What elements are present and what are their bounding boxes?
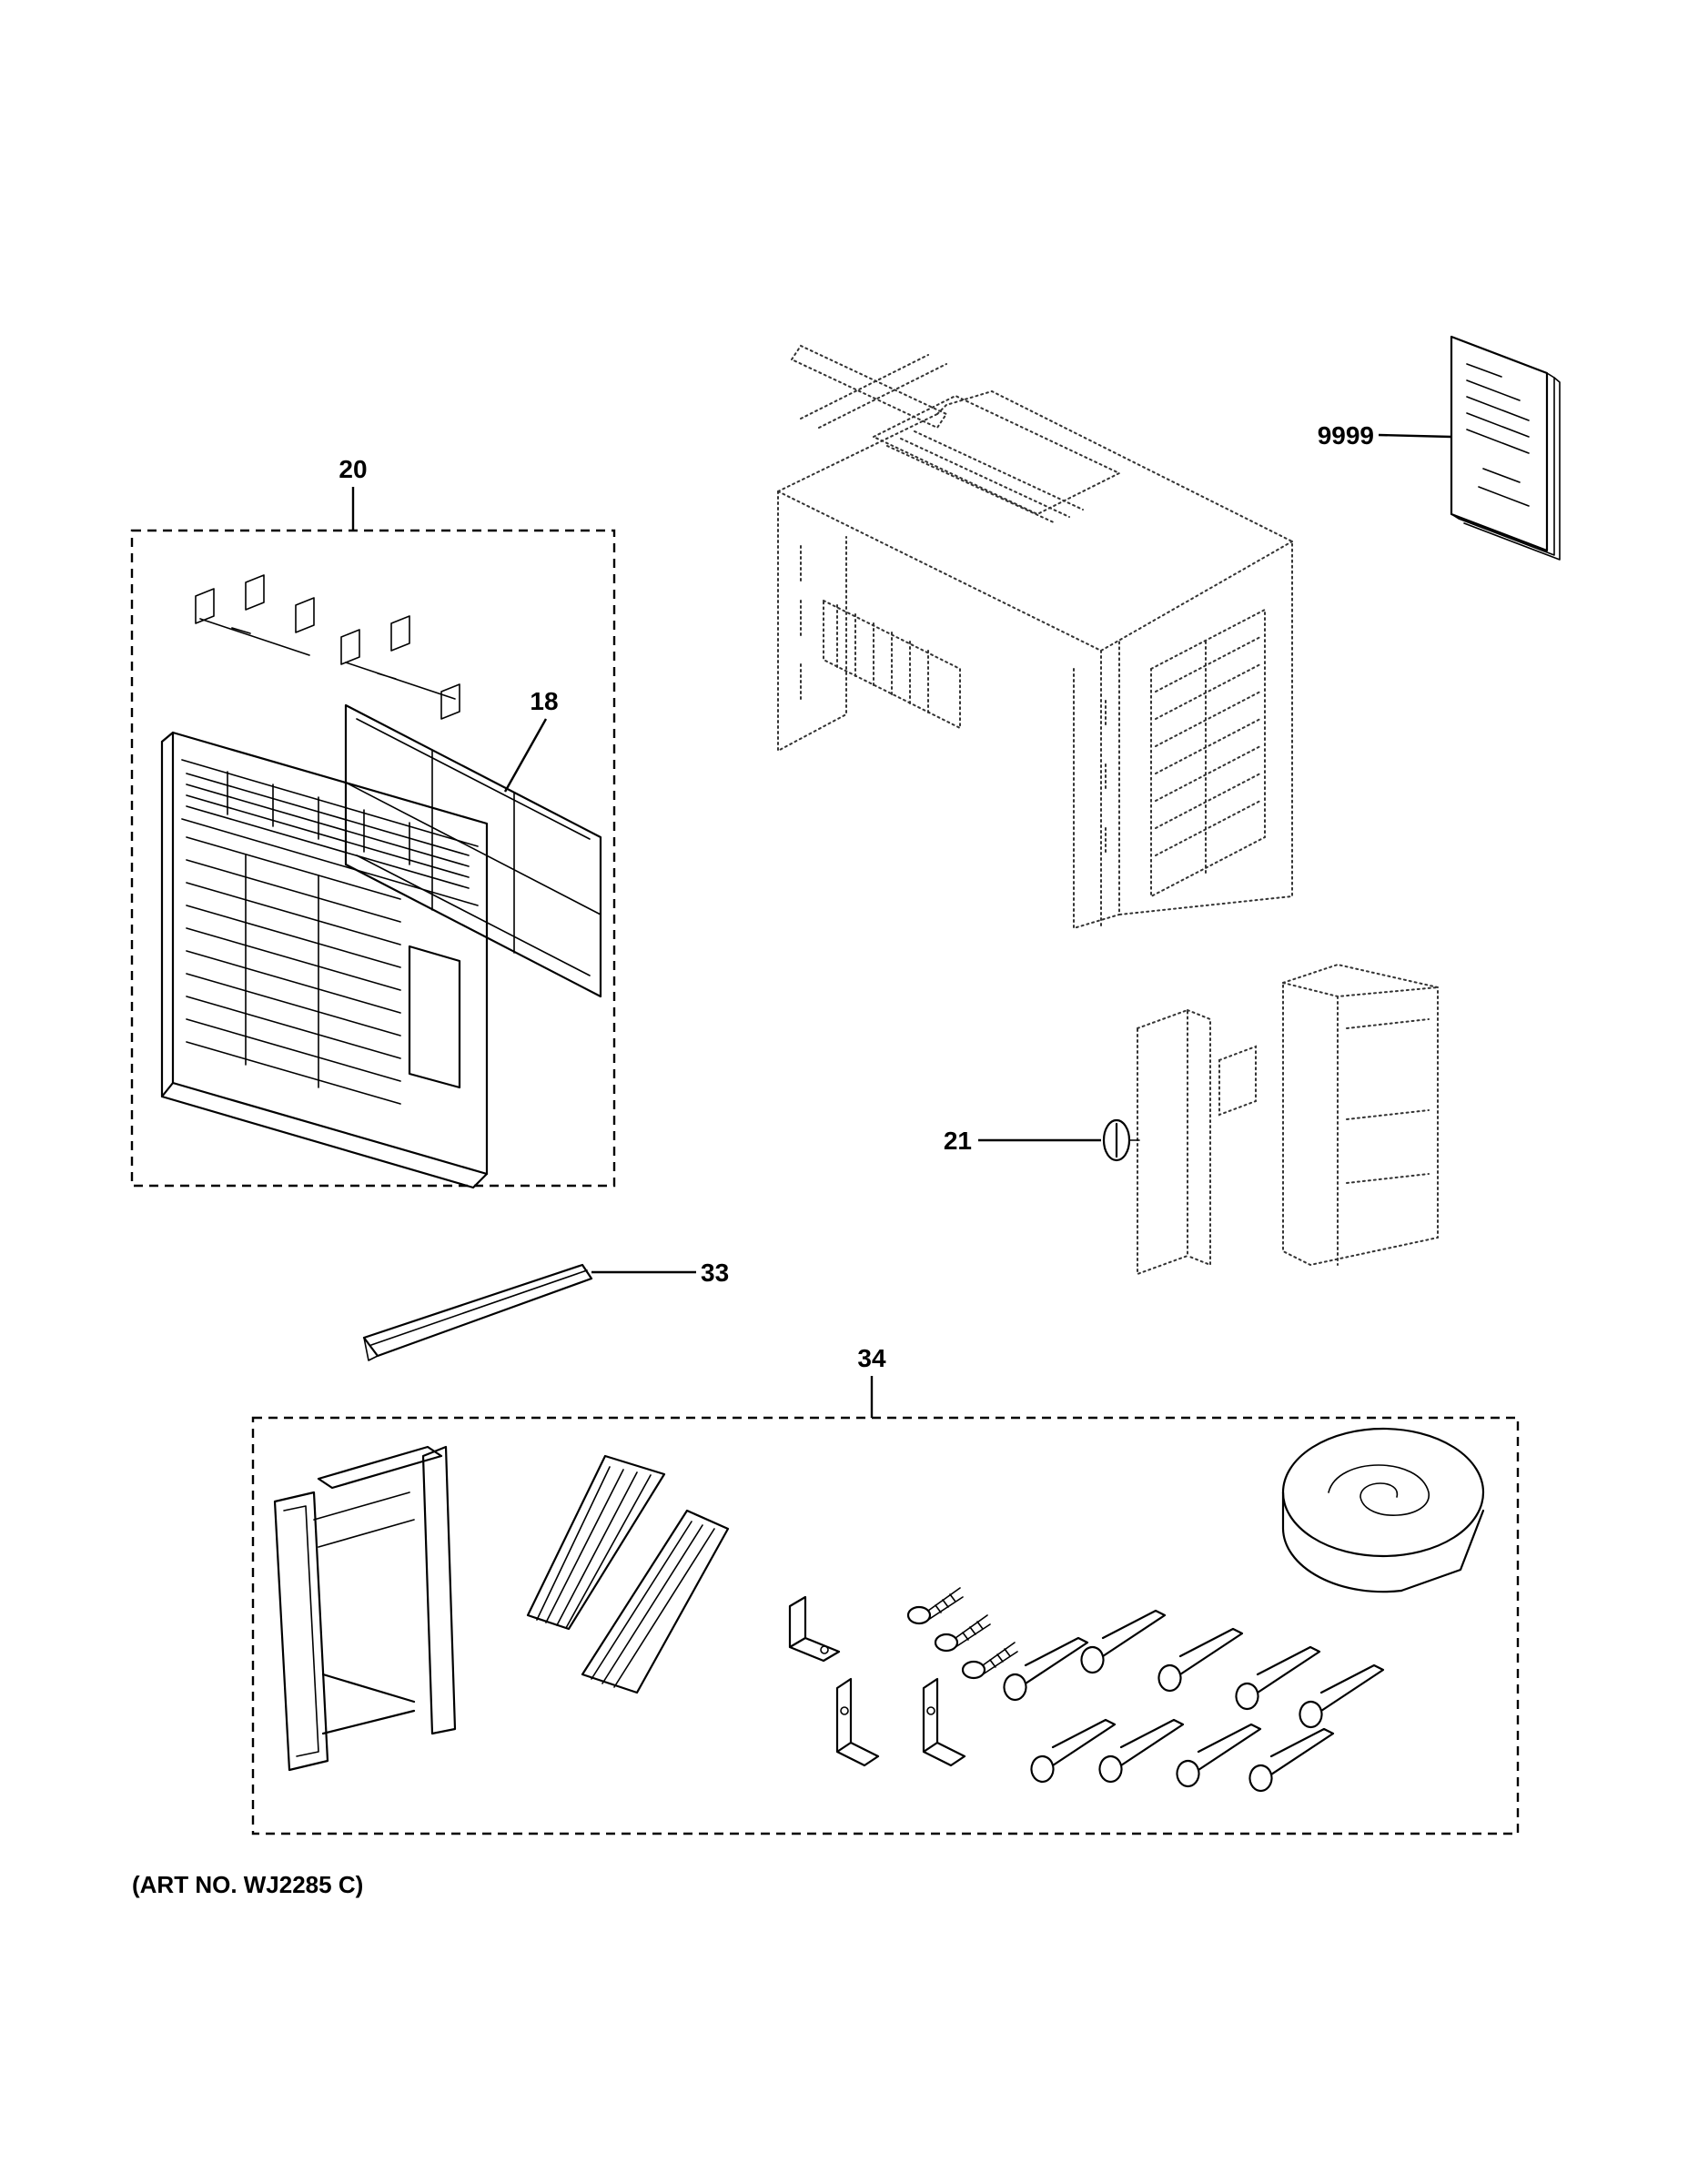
callout-9999: 9999: [1318, 421, 1374, 450]
foam-seal-roll: [1281, 1427, 1485, 1593]
cabinet: [777, 344, 1293, 930]
callout-34: 34: [857, 1344, 886, 1372]
callout-18: 18: [530, 687, 558, 715]
installation-kit: 34: [251, 1344, 1520, 1835]
air-filter: [344, 703, 602, 998]
small-screws: [906, 1587, 1018, 1680]
control-knob: [1102, 1118, 1140, 1162]
callout-20: 20: [339, 455, 367, 483]
callout-18-leader: [503, 718, 548, 793]
front-grille: [160, 731, 489, 1189]
owners-manual: [1450, 335, 1561, 561]
callout-21: 21: [944, 1127, 972, 1155]
control-box: [1137, 963, 1439, 1276]
louver-clips: [195, 574, 460, 720]
callout-9999-leader: [1378, 433, 1452, 439]
callout-33: 33: [701, 1259, 729, 1287]
foam-strips: [526, 1454, 730, 1694]
side-channel: [362, 1263, 593, 1361]
front-grille-assembly: 20: [130, 455, 616, 1189]
art-number-caption: (ART NO. WJ2285 C): [132, 1871, 363, 1898]
group-20-box: [130, 529, 616, 1188]
wood-screws: [1003, 1609, 1385, 1793]
group-34-box: [251, 1416, 1520, 1835]
brackets: [788, 1595, 966, 1767]
window-frame: [273, 1445, 457, 1772]
